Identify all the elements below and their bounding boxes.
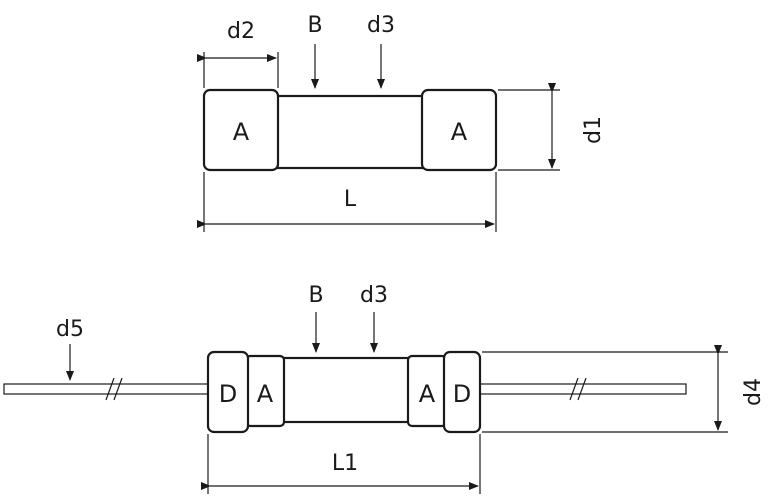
bottom-b-label: B <box>308 283 323 308</box>
top-fuse-right-cap <box>420 88 498 172</box>
top-fuse: A A d2 B d3 d1 L <box>197 13 606 232</box>
bottom-left-inner-cap-label: A <box>257 380 274 408</box>
left-lead-wire <box>3 383 211 395</box>
d2-label: d2 <box>227 19 255 44</box>
bottom-right-inner-cap-label: A <box>419 380 436 408</box>
right-lead-break-1 <box>569 377 579 401</box>
right-lead-break-2 <box>577 377 587 401</box>
bottom-fuse-body <box>280 356 412 424</box>
bottom-left-outer-cap-label: D <box>219 380 237 408</box>
bottom-right-outer-cap-label: D <box>453 380 471 408</box>
d4-label: d4 <box>741 378 766 406</box>
top-fuse-left-cap <box>202 88 280 172</box>
bottom-right-outer-cap <box>442 350 482 434</box>
l-label: L <box>344 187 357 212</box>
top-b-label: B <box>307 13 322 38</box>
d1-label: d1 <box>581 116 606 144</box>
top-d3-label: d3 <box>367 13 395 38</box>
left-lead-break-1 <box>105 377 115 401</box>
d5-label: d5 <box>56 317 84 342</box>
l1-label: L1 <box>332 451 358 476</box>
left-lead-break-2 <box>113 377 123 401</box>
bottom-left-outer-cap <box>206 350 250 434</box>
top-right-cap-label: A <box>451 118 468 146</box>
bottom-fuse: A D A D d5 B d3 d4 L1 <box>3 283 766 494</box>
bottom-d3-label: d3 <box>360 283 388 308</box>
top-left-cap-label: A <box>233 118 250 146</box>
top-fuse-body <box>274 94 426 170</box>
